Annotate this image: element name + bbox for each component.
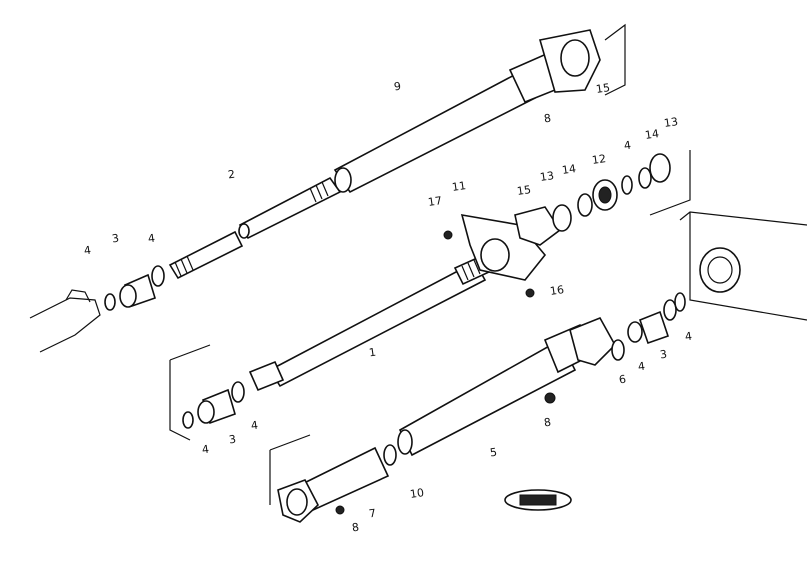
axle-tube-5 <box>397 316 616 457</box>
bearing-stack-upper-right <box>552 153 671 232</box>
label-part-13: 13 <box>539 169 555 184</box>
direction-arrows <box>169 23 691 505</box>
differential-housing-left <box>29 289 101 353</box>
label-part-11: 11 <box>451 179 467 194</box>
label-part-13: 13 <box>663 115 679 130</box>
bearing-set-lower-right <box>611 292 686 361</box>
label-part-16: 16 <box>549 283 565 298</box>
label-part-17: 17 <box>427 194 443 209</box>
axle-tube-7 <box>277 444 397 523</box>
axle-shaft-1 <box>248 248 504 392</box>
bearing-set-lower-left <box>182 381 245 429</box>
label-part-14: 14 <box>644 127 660 142</box>
label-part-15: 15 <box>595 81 611 96</box>
label-part-12: 12 <box>591 152 607 167</box>
axle-tube-9 <box>333 29 601 194</box>
axle-housing-right <box>679 211 807 321</box>
label-part-10: 10 <box>409 486 425 501</box>
bearing-set-upper-left <box>104 265 165 311</box>
axle-shaft-2 <box>168 176 342 280</box>
bracket-11 <box>443 206 562 298</box>
label-part-14: 14 <box>561 162 577 177</box>
logo-badge <box>504 489 572 511</box>
label-part-15: 15 <box>516 183 532 198</box>
